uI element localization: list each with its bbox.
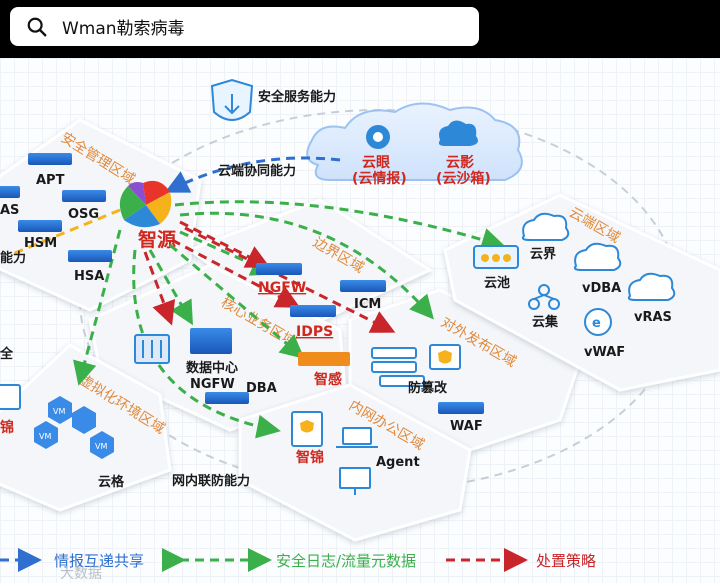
server-stack-icon bbox=[371, 347, 425, 387]
cloud-coop-label: 云端协同能力 bbox=[218, 163, 296, 179]
hsm-device-icon bbox=[18, 220, 62, 232]
cloud-eye-sub: (云情报) bbox=[352, 170, 407, 187]
policy-arrow-core bbox=[143, 251, 176, 326]
zhijin-label: 智锦 bbox=[295, 449, 324, 466]
all-label: 全 bbox=[0, 346, 14, 362]
vwaf-label: vWAF bbox=[584, 345, 625, 360]
dba-device-icon bbox=[205, 392, 249, 404]
zone-cloud bbox=[443, 193, 720, 392]
legend-policy-label: 处置策略 bbox=[536, 552, 596, 570]
zhigan-label: 智感 bbox=[313, 371, 342, 388]
vwaf-icon: e bbox=[584, 308, 612, 336]
desktop-icon bbox=[339, 467, 371, 495]
ability-label: 能力 bbox=[0, 250, 26, 266]
cloud-shadow-icon bbox=[438, 120, 478, 146]
search-bar[interactable]: Wman勒索病毒 bbox=[10, 7, 479, 46]
log-arrow-core bbox=[148, 249, 193, 326]
yunji-icon bbox=[528, 284, 560, 310]
dc-ngfw-label-1: 数据中心 bbox=[186, 360, 238, 376]
yunji-label: 云集 bbox=[532, 314, 559, 330]
cloud-shadow-sub: (云沙箱) bbox=[436, 170, 491, 187]
yunjie-cloud-icon bbox=[521, 212, 570, 241]
waf-label: WAF bbox=[450, 419, 483, 434]
vdba-cloud-icon bbox=[573, 242, 622, 271]
log-arrow-office bbox=[132, 249, 281, 439]
laptop-icon bbox=[336, 427, 378, 448]
intranet-label: 网内联防能力 bbox=[172, 473, 250, 489]
ngfw-label: NGFW bbox=[258, 280, 306, 296]
legend-info-label: 情报互递共享 bbox=[54, 552, 144, 570]
security-service-icon bbox=[210, 78, 254, 121]
log-arrow-virtual bbox=[73, 229, 122, 386]
yunge-label: 云格 bbox=[98, 474, 125, 490]
search-query[interactable]: Wman勒索病毒 bbox=[62, 19, 185, 39]
vm-cluster-icon bbox=[34, 396, 114, 459]
agent-label: Agent bbox=[376, 455, 420, 470]
left-device-icon bbox=[0, 384, 21, 410]
vras-label: vRAS bbox=[634, 310, 672, 325]
apt-label: APT bbox=[36, 173, 65, 188]
ngfw-device-icon bbox=[256, 263, 302, 275]
yunjie-label: 云界 bbox=[530, 246, 556, 262]
top-label: 安全服务能力 bbox=[258, 89, 336, 105]
top-bar: Wman勒索病毒 bbox=[0, 0, 720, 58]
zhijin-terminal-icon bbox=[291, 411, 323, 447]
info-arrow-left bbox=[9, 208, 121, 257]
hsa-device-icon bbox=[68, 250, 112, 262]
left-red-label: 云锦 bbox=[0, 419, 14, 436]
cloud-coop-arrow bbox=[164, 156, 341, 193]
zone-mgmt bbox=[0, 118, 202, 312]
policy-arrow-ngfw bbox=[179, 220, 271, 268]
legend-log-label: 安全日志/流量元数据 bbox=[276, 552, 416, 570]
policy-arrow-publish bbox=[184, 226, 396, 333]
vm-label-2: VM bbox=[39, 432, 51, 441]
server-rack-icon bbox=[134, 334, 170, 364]
vm-label-1: VM bbox=[53, 407, 65, 416]
cloud-shape bbox=[306, 102, 523, 181]
dc-ngfw-device-icon bbox=[190, 328, 232, 354]
waf-device-icon bbox=[438, 402, 484, 414]
hsa-label: HSA bbox=[74, 269, 104, 284]
dc-ngfw-label-2: NGFW bbox=[190, 377, 235, 392]
idps-device-icon bbox=[290, 305, 336, 317]
yunchi-label: 云池 bbox=[484, 275, 510, 291]
watermark: 大数据 bbox=[60, 566, 102, 582]
as-label: AS bbox=[0, 203, 19, 218]
vm-label-3: VM bbox=[95, 442, 107, 451]
apt-device-icon bbox=[28, 153, 72, 165]
zhigan-device-icon bbox=[298, 352, 350, 366]
icm-device-icon bbox=[340, 280, 386, 292]
shield-web-icon bbox=[429, 344, 461, 370]
log-arrow-publish bbox=[179, 211, 434, 320]
hsm-label: HSM bbox=[24, 236, 57, 251]
icm-label: ICM bbox=[354, 297, 381, 312]
idps-label: IDPS bbox=[296, 324, 333, 340]
cloud-eye-icon bbox=[366, 125, 390, 149]
yunchi-icon bbox=[473, 245, 519, 269]
hub-logo-icon bbox=[119, 180, 172, 228]
architecture-diagram: 安全管理区域 边界区域 核心业务区域 对外发布区域 内网办公区域 虚拟化环境区域… bbox=[0, 58, 720, 583]
search-icon bbox=[27, 17, 47, 36]
policy-arrow-idps bbox=[171, 238, 301, 308]
osg-label: OSG bbox=[68, 207, 99, 222]
cloud-eye-label: 云眼 bbox=[362, 155, 390, 171]
osg-device-icon bbox=[62, 190, 106, 202]
dba-label: DBA bbox=[246, 381, 277, 396]
log-arrow-cloudzone bbox=[174, 200, 506, 252]
svg-text:e: e bbox=[592, 316, 601, 331]
tamper-label: 防篡改 bbox=[408, 380, 448, 396]
vdba-label: vDBA bbox=[582, 281, 621, 296]
cloud-shadow-label: 云影 bbox=[446, 155, 474, 171]
as-device-icon bbox=[0, 186, 20, 198]
vras-cloud-icon bbox=[627, 272, 676, 301]
log-arrow-zhigan bbox=[169, 243, 305, 359]
hub-label: 智源 bbox=[138, 228, 176, 251]
